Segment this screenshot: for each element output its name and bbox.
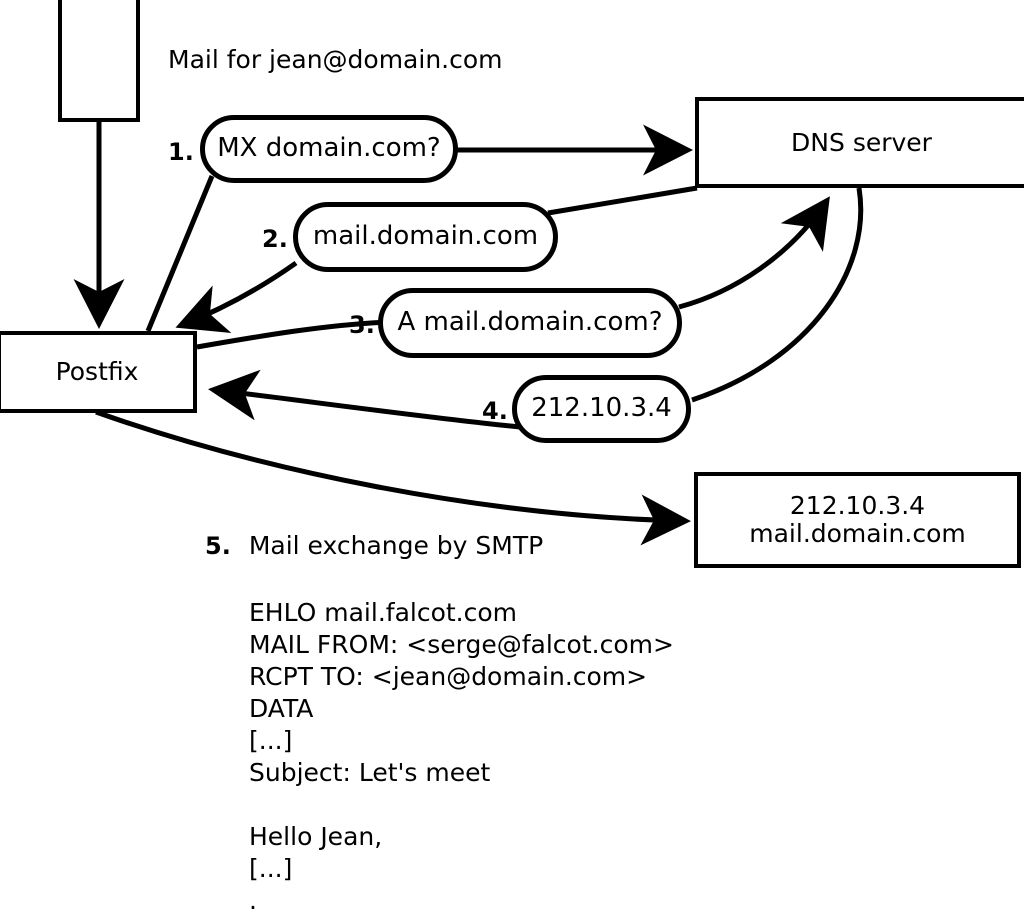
connector-step2-to-postfix: [175, 260, 298, 333]
connector-dns-to-step4: [691, 187, 864, 403]
step-number-1: 1.: [168, 138, 194, 166]
connector-dns-to-step2: [547, 185, 698, 216]
step-number-2: 2.: [262, 225, 288, 253]
step-3-label: A mail.domain.com?: [397, 307, 663, 338]
step-5-caption: 5. Mail exchange by SMTP: [205, 531, 543, 560]
step-5-label: Mail exchange by SMTP: [248, 531, 544, 560]
smtp-transcript: EHLO mail.falcot.com MAIL FROM: <serge@f…: [249, 598, 674, 915]
step-4-bubble: 212.10.3.4: [512, 375, 691, 443]
connector-postfix-to-step3: [196, 319, 391, 350]
postfix-label: Postfix: [55, 357, 139, 386]
connector-step4-to-postfix: [208, 369, 521, 430]
step-3-bubble: A mail.domain.com?: [378, 288, 682, 358]
step-2-label: mail.domain.com: [312, 221, 539, 252]
remote-mail-server-box: 212.10.3.4 mail.domain.com: [694, 472, 1021, 568]
step-number-3: 3.: [349, 311, 375, 339]
step-number-4: 4.: [482, 397, 508, 425]
step-1-label: MX domain.com?: [217, 133, 441, 164]
sender-client-box: [58, 0, 140, 122]
step-4-label: 212.10.3.4: [531, 393, 672, 424]
step-number-5: 5.: [205, 532, 231, 560]
dns-server-box: DNS server: [695, 97, 1024, 188]
step-1-bubble: MX domain.com?: [200, 115, 458, 183]
connector-postfix-to-step1: [145, 175, 215, 332]
mail-for-caption: Mail for jean@domain.com: [168, 45, 503, 74]
dns-server-label: DNS server: [791, 127, 932, 157]
connector-postfix-to-mailserver: [95, 409, 691, 546]
remote-mail-server-label: 212.10.3.4 mail.domain.com: [749, 491, 966, 548]
connector-step3-to-dns: [678, 196, 830, 310]
postfix-box: Postfix: [0, 331, 197, 413]
step-2-bubble: mail.domain.com: [293, 202, 558, 272]
